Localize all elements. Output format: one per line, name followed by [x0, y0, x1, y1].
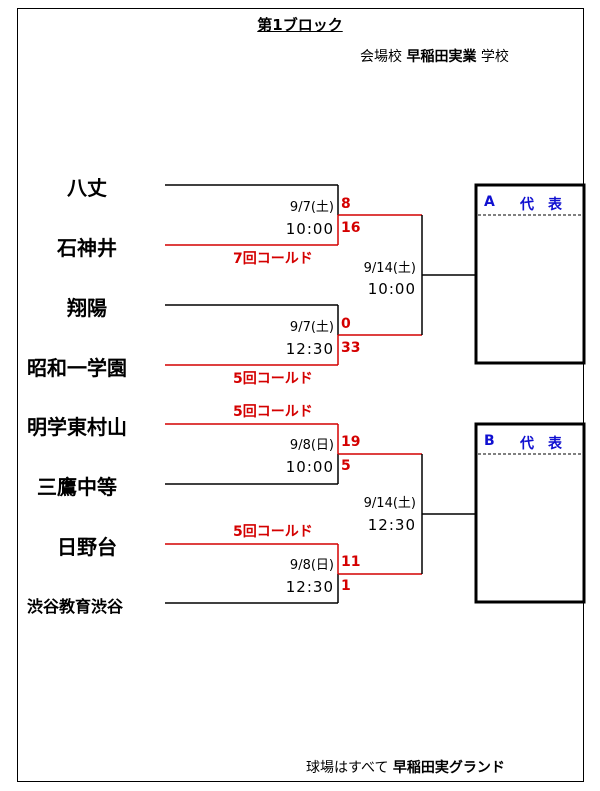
- team-8: 渋谷教育渋谷: [27, 597, 124, 616]
- team-2: 石神井: [57, 236, 117, 260]
- team-1: 八丈: [67, 176, 107, 200]
- rep-b-label: 代 表: [520, 436, 562, 452]
- m2-score-bottom: 33: [341, 340, 361, 356]
- m3-date: 9/8(日): [289, 438, 334, 453]
- bracket-frame: [17, 8, 584, 782]
- m3-time: 10:00: [285, 458, 334, 476]
- rep-box-b: [474, 422, 586, 604]
- rep-box-a: [474, 183, 586, 365]
- r2a-date: 9/14(土): [363, 261, 416, 276]
- m3-note: 5回コールド: [233, 404, 313, 420]
- venue-name: 早稲田実業: [406, 49, 477, 65]
- m2-note: 5回コールド: [233, 371, 313, 387]
- page-title: 第1ブロック: [257, 16, 343, 34]
- m1-note: 7回コールド: [233, 251, 313, 267]
- footer-line: 球場はすべて 早稲田実グランド: [306, 757, 505, 777]
- team-5: 明学東村山: [27, 415, 127, 439]
- m1-date: 9/7(土): [289, 200, 334, 215]
- venue-suffix: 学校: [480, 49, 509, 65]
- footer-ground: 早稲田実グランド: [392, 760, 505, 776]
- m3-score-bottom: 5: [341, 458, 351, 474]
- team-6: 三鷹中等: [37, 475, 117, 499]
- m1-score-top: 8: [341, 196, 351, 212]
- m2-date: 9/7(土): [289, 320, 334, 335]
- m4-score-bottom: 1: [341, 578, 351, 594]
- m3-score-top: 19: [341, 434, 361, 450]
- m4-date: 9/8(日): [289, 558, 334, 573]
- rep-b-letter: B: [484, 433, 495, 449]
- r2b-date: 9/14(土): [363, 496, 416, 511]
- m2-score-top: 0: [341, 316, 351, 332]
- rep-a-letter: A: [484, 194, 495, 210]
- m1-time: 10:00: [285, 220, 334, 238]
- m4-time: 12:30: [285, 578, 334, 596]
- footer-prefix: 球場はすべて: [306, 760, 389, 776]
- m1-score-bottom: 16: [341, 220, 361, 236]
- team-3: 翔陽: [67, 296, 107, 320]
- m4-note: 5回コールド: [233, 524, 313, 540]
- m2-time: 12:30: [285, 340, 334, 358]
- venue-prefix: 会場校: [360, 49, 402, 65]
- rep-a-label: 代 表: [520, 197, 562, 213]
- m4-score-top: 11: [341, 554, 361, 570]
- team-4: 昭和一学園: [27, 356, 127, 380]
- r2a-time: 10:00: [367, 280, 416, 298]
- r2b-time: 12:30: [367, 516, 416, 534]
- team-7: 日野台: [57, 535, 117, 559]
- venue-line: 会場校 早稲田実業 学校: [360, 46, 509, 66]
